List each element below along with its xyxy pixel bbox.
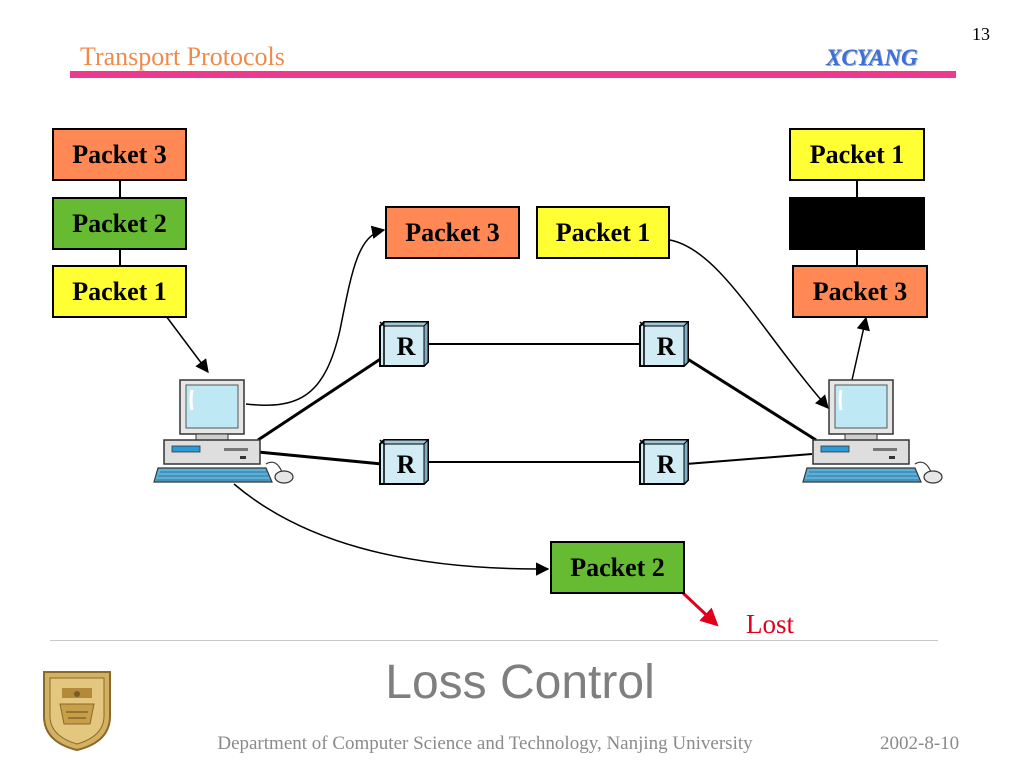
sender-packet-2-label: Packet 2	[72, 209, 167, 238]
footer-date: 2002-8-10	[880, 733, 960, 754]
router-label: R	[657, 332, 676, 361]
network-links	[257, 343, 817, 466]
transit-packet-3: Packet 3	[385, 206, 520, 259]
router-bottom-right: R	[639, 439, 689, 485]
lost-packet-2-label: Packet 2	[570, 553, 665, 582]
lost-label: Lost	[746, 609, 795, 639]
receiver-missing-slot	[789, 197, 925, 250]
transit-packet-1: Packet 1	[536, 206, 670, 259]
footer-rule	[50, 640, 938, 641]
transit-packet-1-label: Packet 1	[556, 218, 651, 247]
footer-department: Department of Computer Science and Techn…	[217, 733, 753, 754]
receiver-packet-1: Packet 1	[789, 128, 925, 181]
sender-packet-3: Packet 3	[52, 128, 187, 181]
sender-packet-2: Packet 2	[52, 197, 187, 250]
sender-packet-1-label: Packet 1	[72, 277, 167, 306]
slide-title: Loss Control	[385, 656, 655, 709]
header-rule	[70, 71, 956, 78]
sender-stack: Packet 3 Packet 2 Packet 1	[52, 128, 187, 318]
author-tag: XCYANG	[826, 45, 918, 70]
router-label: R	[397, 450, 416, 479]
receiver-packet-1-label: Packet 1	[810, 140, 905, 169]
router-label: R	[657, 450, 676, 479]
receiver-packet-3-label: Packet 3	[813, 277, 908, 306]
router-top-right: R	[639, 321, 689, 367]
router-label: R	[397, 332, 416, 361]
router-top-left: R	[379, 321, 429, 367]
loss-control-diagram: Packet 3 Packet 2 Packet 1 Packet 3 Pack…	[52, 128, 944, 639]
lost-packet-2: Packet 2	[550, 541, 685, 594]
receiver-stack: Packet 1 Packet 3	[789, 128, 928, 318]
flow-arrows	[165, 225, 870, 627]
section-title: Transport Protocols	[80, 42, 285, 71]
transit-packet-3-label: Packet 3	[405, 218, 500, 247]
router-bottom-left: R	[379, 439, 429, 485]
receiver-computer-icon	[801, 378, 944, 485]
receiver-packet-3: Packet 3	[792, 265, 928, 318]
sender-packet-1: Packet 1	[52, 265, 187, 318]
university-seal-icon	[43, 671, 111, 752]
sender-packet-3-label: Packet 3	[72, 140, 167, 169]
slide-number: 13	[972, 24, 990, 44]
